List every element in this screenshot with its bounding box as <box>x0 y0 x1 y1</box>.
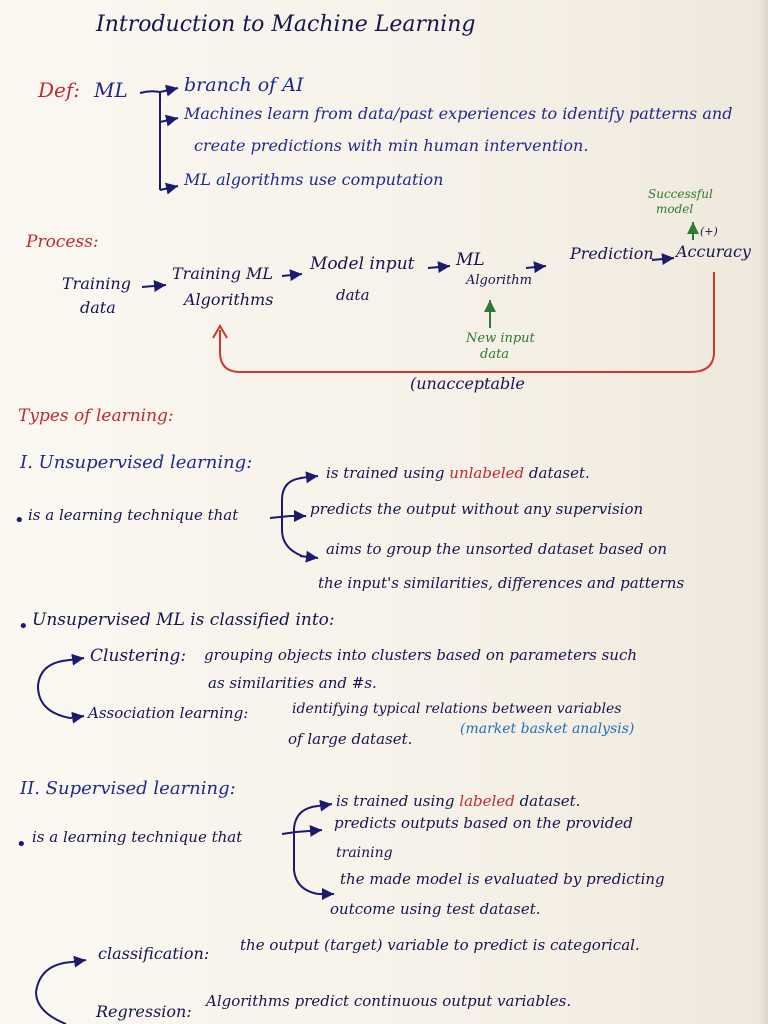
bullet-dot: • <box>14 510 25 531</box>
clustering-desc: grouping objects into clusters based on … <box>204 646 638 664</box>
classification-desc: the output (target) variable to predict … <box>240 936 640 954</box>
unsupervised-branch: aims to group the unsorted dataset based… <box>326 540 667 558</box>
page-title: Introduction to Machine Learning <box>96 12 476 37</box>
new-input-label-sub: data <box>480 347 510 362</box>
classification-name: classification: <box>98 944 210 963</box>
process-step: Prediction <box>570 244 654 263</box>
process-step: Training <box>62 274 131 293</box>
unsupervised-heading: I. Unsupervised learning: <box>20 452 253 473</box>
association-desc-2: of large dataset. <box>288 730 413 748</box>
definition-item: ML algorithms use computation <box>184 170 444 189</box>
definition-item: branch of AI <box>184 74 304 96</box>
supervised-branch: training <box>336 845 393 861</box>
regression-name: Regression: <box>96 1002 192 1021</box>
association-name: Association learning: <box>88 704 249 722</box>
supervised-branch: the made model is evaluated by predictin… <box>340 870 665 888</box>
definition-item: Machines learn from data/past experience… <box>184 104 733 123</box>
supervised-continuation: outcome using test dataset. <box>330 900 541 918</box>
process-step-sub: data <box>336 286 370 304</box>
types-heading: Types of learning: <box>18 406 174 426</box>
process-step-sub: Algorithm <box>466 273 532 288</box>
process-step: ML <box>456 250 485 270</box>
bullet-dot: • <box>18 616 29 637</box>
process-step-sub: Algorithms <box>184 290 274 309</box>
supervised-branch: is trained using labeled dataset. <box>336 792 581 810</box>
definition-label: Def: <box>38 78 81 102</box>
clustering-name: Clustering: <box>90 646 187 666</box>
supervised-stem: is a learning technique that <box>32 828 243 846</box>
page-edge-shadow <box>758 0 768 1024</box>
process-step: Training ML <box>172 264 274 283</box>
definition-term: ML <box>94 78 128 102</box>
unsupervised-classified-heading: Unsupervised ML is classified into: <box>32 610 335 630</box>
supervised-branch: predicts outputs based on the provided <box>334 814 633 832</box>
bullet-dot: • <box>16 834 27 855</box>
unsupervised-branch: is trained using unlabeled dataset. <box>326 464 590 482</box>
process-label: Process: <box>26 232 99 252</box>
unsupervised-continuation: the input's similarities, differences an… <box>318 574 685 592</box>
association-note: (market basket analysis) <box>460 721 635 737</box>
successful-model-label: Successful <box>648 187 713 201</box>
definition-item: create predictions with min human interv… <box>194 136 589 155</box>
plus-sign: (+) <box>700 225 718 238</box>
unsupervised-branch: predicts the output without any supervis… <box>310 500 644 518</box>
unacceptable-label: (unacceptable <box>410 374 525 393</box>
unsupervised-stem: is a learning technique that <box>28 506 239 524</box>
association-desc: identifying typical relations between va… <box>292 701 622 717</box>
process-step: Model input <box>310 254 415 274</box>
clustering-desc-2: as similarities and #s. <box>208 674 377 692</box>
process-step-sub: data <box>80 298 116 317</box>
successful-model-label-sub: model <box>656 202 694 216</box>
process-step: Accuracy <box>676 242 751 261</box>
regression-desc: Algorithms predict continuous output var… <box>206 992 572 1010</box>
supervised-heading: II. Supervised learning: <box>20 778 236 799</box>
new-input-label: New input <box>466 331 535 346</box>
